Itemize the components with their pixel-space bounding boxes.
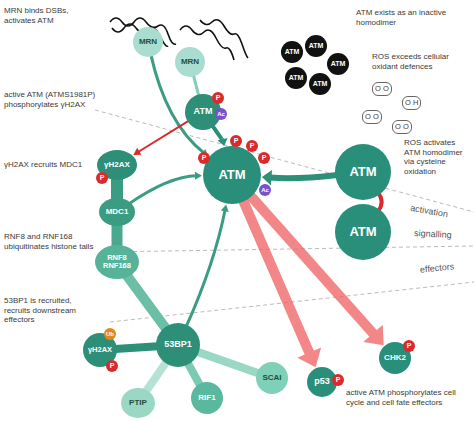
- node-label: RNF8 RNF168: [100, 254, 134, 270]
- node-circle: ATM: [305, 35, 327, 57]
- connector: [193, 75, 199, 97]
- node-circle: PTIP: [121, 388, 155, 418]
- node-label: MDC1: [106, 208, 129, 216]
- node-label: PTIP: [129, 399, 147, 407]
- ros-molecule: O O: [362, 110, 382, 124]
- modification-marker: Ac: [215, 108, 227, 120]
- connector: [188, 363, 201, 386]
- connector: [197, 352, 259, 374]
- ros-molecule: O O: [372, 82, 392, 96]
- annotation: active ATM phosphorylates cell cycle and…: [346, 388, 470, 407]
- modification-marker: Ac: [259, 184, 271, 196]
- modification-marker: P: [106, 360, 118, 372]
- node-label: SCAI: [262, 374, 281, 382]
- modification-marker: P: [230, 135, 242, 147]
- divider-line: [95, 110, 474, 212]
- annotation: activation: [409, 204, 448, 220]
- connector: [129, 172, 202, 204]
- node-circle: 53BP1: [156, 323, 200, 367]
- modification-marker: P: [212, 92, 224, 104]
- connector: [146, 361, 167, 391]
- modification-marker: P: [96, 172, 108, 184]
- node-label: ATM: [349, 165, 376, 179]
- node-circle: ATM: [285, 67, 307, 89]
- node-label: ATM: [194, 107, 213, 116]
- node-label: γH2AX: [88, 346, 112, 354]
- dna-strand: [200, 20, 248, 58]
- node-label: ATM: [309, 42, 324, 49]
- node-label: 53BP1: [164, 340, 192, 349]
- annotation: effectors: [420, 262, 455, 275]
- annotation: 53BP1 is recruited, recruits downstream …: [4, 296, 92, 325]
- modification-marker: P: [198, 152, 210, 164]
- annotation: MRN binds DSBs, activates ATM: [4, 6, 99, 25]
- connector: [117, 178, 118, 200]
- node-circle: ATM: [327, 53, 349, 75]
- node-label: RIF1: [198, 394, 215, 402]
- node-circle: MDC1: [99, 198, 135, 226]
- node-circle: ATM: [309, 73, 331, 95]
- modification-marker: P: [246, 140, 258, 152]
- connector: [133, 120, 189, 155]
- connector: [212, 125, 227, 146]
- annotation: signalling: [414, 229, 452, 240]
- annotation: ATM exists as an inactive homodimer: [356, 8, 470, 27]
- connector: [262, 170, 337, 186]
- node-label: MRN: [181, 58, 199, 66]
- connector: [115, 346, 158, 349]
- modification-marker: Ub: [104, 328, 116, 340]
- node-label: p53: [314, 377, 330, 386]
- annotation: RNF8 and RNF168 ubiquitinates histone ta…: [4, 232, 94, 251]
- node-circle: MRN: [175, 47, 205, 77]
- node-label: ATM: [313, 80, 328, 87]
- modification-marker: P: [258, 152, 270, 164]
- node-label: ATM: [331, 60, 346, 67]
- node-label: ATM: [349, 225, 376, 239]
- node-label: ATM: [285, 48, 300, 55]
- ros-molecule: O H: [402, 96, 421, 110]
- node-circle: ATM: [203, 146, 261, 204]
- connector: [186, 204, 229, 326]
- node-circle: ATM: [281, 41, 303, 63]
- annotation: ROS activates ATM homodimer via cysteine…: [404, 138, 470, 176]
- node-label: CHK2: [384, 354, 406, 362]
- node-circle: SCAI: [256, 362, 288, 394]
- node-circle: ATM: [335, 144, 391, 200]
- ros-molecule: O O: [392, 120, 412, 134]
- node-label: γH2AX: [104, 161, 130, 169]
- annotation: γH2AX recruits MDC1: [4, 160, 92, 170]
- node-circle: MRN: [133, 27, 163, 57]
- node-circle: RIF1: [191, 382, 223, 414]
- node-circle: RNF8 RNF168: [95, 245, 139, 279]
- node-circle: ATM: [335, 204, 391, 260]
- modification-marker: P: [332, 374, 344, 386]
- node-label: MRN: [139, 38, 157, 46]
- annotation: active ATM (ATMS1981P) phosphorylates γH…: [4, 90, 104, 109]
- node-label: ATM: [218, 168, 245, 182]
- annotation: ROS exceeds cellular oxidant defences: [372, 52, 472, 71]
- node-label: ATM: [289, 74, 304, 81]
- modification-marker: P: [403, 340, 415, 352]
- connector: [127, 275, 166, 329]
- connector: [117, 224, 118, 247]
